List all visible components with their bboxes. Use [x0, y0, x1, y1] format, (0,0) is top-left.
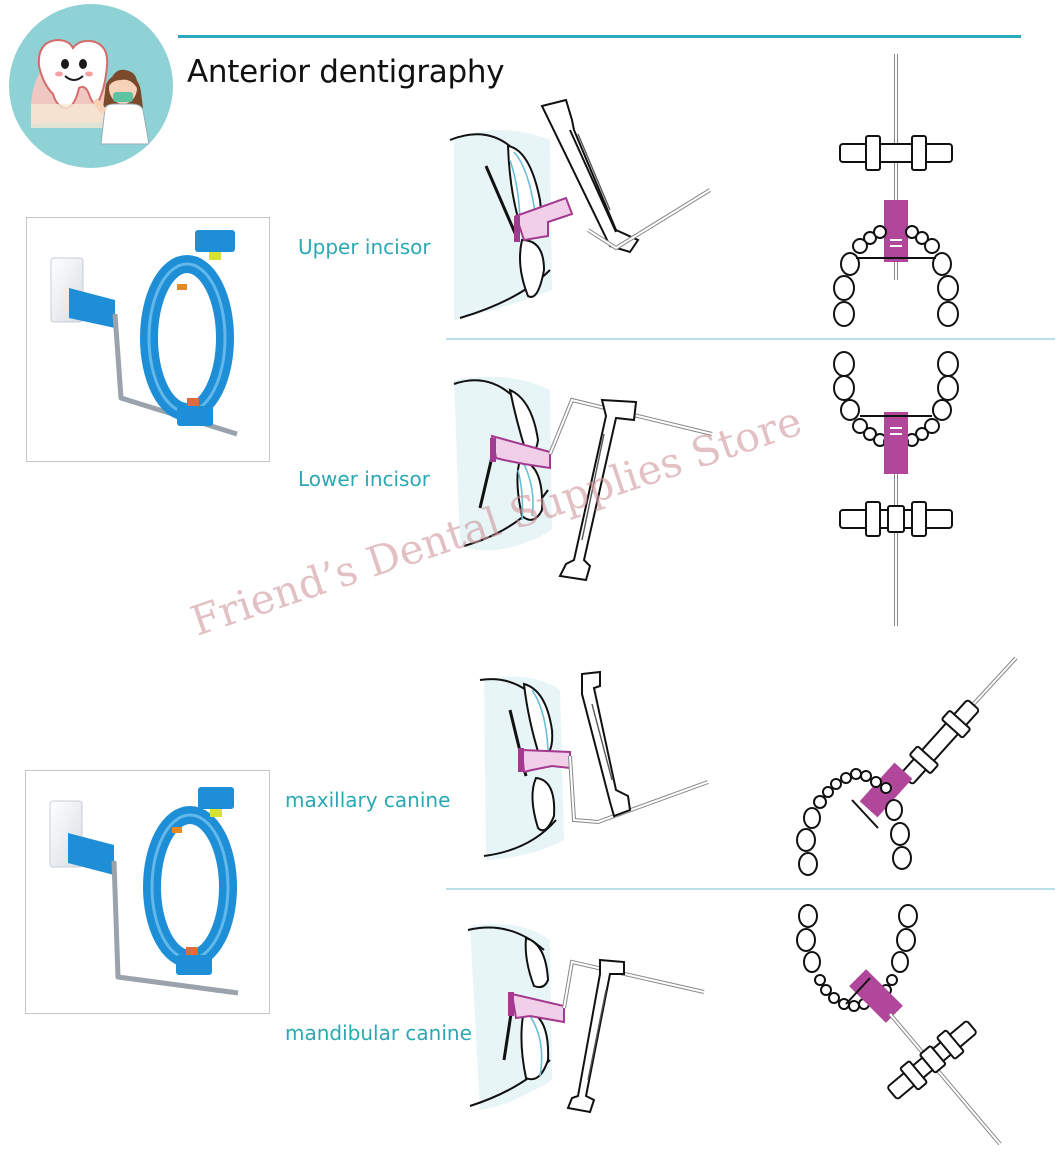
- product-photo: [26, 217, 270, 462]
- upper-incisor-arch-diagram: [826, 50, 966, 330]
- maxillary-canine-arch-diagram: [790, 650, 1025, 885]
- row-divider: [446, 338, 1055, 340]
- label-maxillary-canine: maxillary canine: [285, 788, 451, 812]
- product-photo: [25, 770, 270, 1014]
- mandibular-canine-side-diagram: [460, 910, 710, 1120]
- mandibular-canine-arch-diagram: [790, 900, 1020, 1150]
- logo: [9, 4, 173, 168]
- label-mandibular-canine: mandibular canine: [285, 1021, 472, 1045]
- page-title: Anterior dentigraphy: [187, 54, 505, 90]
- lower-incisor-side-diagram: [440, 360, 730, 590]
- label-upper-incisor: Upper incisor: [298, 235, 431, 259]
- row-divider: [446, 888, 1055, 890]
- dentist-icon: [93, 69, 150, 145]
- upper-incisor-side-diagram: [440, 90, 730, 330]
- header-rule: [178, 35, 1021, 38]
- label-lower-incisor: Lower incisor: [298, 467, 430, 491]
- lower-incisor-arch-diagram: [826, 348, 966, 630]
- maxillary-canine-side-diagram: [470, 660, 720, 870]
